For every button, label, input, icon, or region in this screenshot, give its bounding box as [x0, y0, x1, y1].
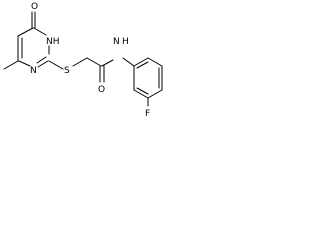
bond-ar-inner-1	[136, 61, 149, 69]
bond-c4-n3	[33, 27, 47, 36]
atom-s: S	[64, 66, 70, 76]
atom-h-amide: H	[122, 37, 129, 47]
atom-f: F	[145, 109, 150, 119]
atom-n-ring: N	[30, 66, 37, 76]
bond-c2-s	[48, 60, 64, 70]
bond-c5-c4	[17, 27, 34, 37]
bond-n-aryl	[122, 57, 135, 67]
bond-ar-3-4	[147, 89, 163, 99]
pyrimidinone-ring	[3, 11, 50, 70]
bond-c2-n1-2	[36, 56, 47, 64]
bond-c6-methyl	[3, 60, 19, 70]
atom-o-top: O	[31, 2, 38, 12]
bond-ar-inner-2	[136, 87, 149, 95]
chemical-structure: O NH N S O N H F	[3, 2, 163, 119]
bond-ar-5-6	[147, 57, 163, 67]
bond-n1-c6	[18, 60, 31, 67]
bond-co-n	[101, 59, 114, 67]
atom-n-amide: N	[113, 37, 120, 47]
bond-ar-2-3	[133, 89, 149, 99]
bond-ar-6-1	[133, 57, 149, 67]
bond-ch2-co	[86, 57, 102, 67]
atom-nh-ring: NH	[46, 37, 60, 47]
bond-s-ch2	[72, 57, 88, 67]
fluorophenyl-ring	[133, 57, 163, 107]
atom-o-amide: O	[98, 85, 105, 95]
thioacetamide-linker	[48, 57, 135, 83]
bond-c2-n1-1	[37, 60, 49, 68]
